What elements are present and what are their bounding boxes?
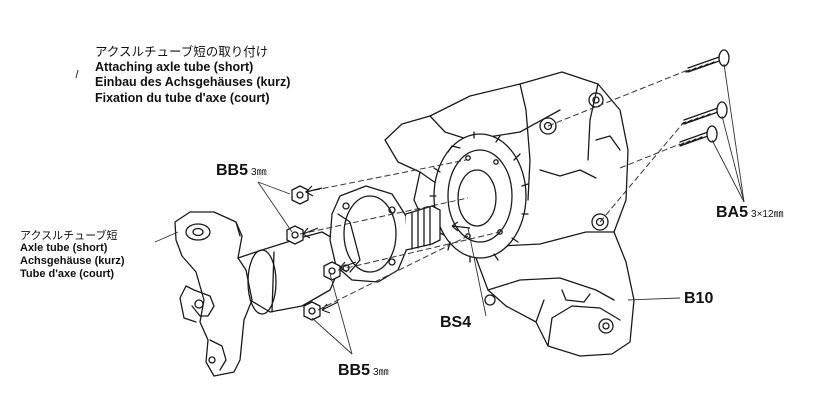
axle-tube-japanese: アクスルチューブ短 [20,229,118,242]
label-bb5-top-code: BB5 [216,162,249,179]
axle-tube-english: Axle tube (short) [20,242,108,254]
instruction-english: Attaching axle tube (short) [95,59,254,74]
label-bs4: BS4 [440,314,471,332]
label-bb5-bottom-code: BB5 [338,362,371,379]
label-bb5-bottom-spec: 3㎜ [373,367,389,378]
instruction-heading: アクスルチューブ短の取り付け Attaching axle tube (shor… [95,44,290,106]
screw-ba5-group [679,49,730,147]
label-ba5-code: BA5 [716,204,749,221]
axle-tube-short [174,211,343,377]
label-b10-code: B10 [684,290,714,307]
label-bs4-code: BS4 [440,314,472,331]
arrow-group [302,185,471,314]
axle-tube-german: Achsgehäuse (kurz) [20,255,125,267]
leader-lines [154,63,745,355]
instruction-german: Einbau des Achsgehäuses (kurz) [95,75,291,89]
axle-tube-french: Tube d'axe (court) [20,268,115,280]
label-bb5-top-spec: 3㎜ [251,167,267,178]
instruction-french: Fixation du tube d'axe (court) [95,90,270,105]
spline-shaft [405,205,441,251]
label-b10: B10 [684,290,713,308]
label-ba5-spec: 3×12㎜ [751,209,784,220]
axle-tube-note: アクスルチューブ短 Axle tube (short) Achsgehäuse … [20,229,125,281]
instruction-japanese: アクスルチューブ短の取り付け [95,44,269,59]
assembly-guide-lines [299,69,689,311]
tick-mark [75,69,79,79]
